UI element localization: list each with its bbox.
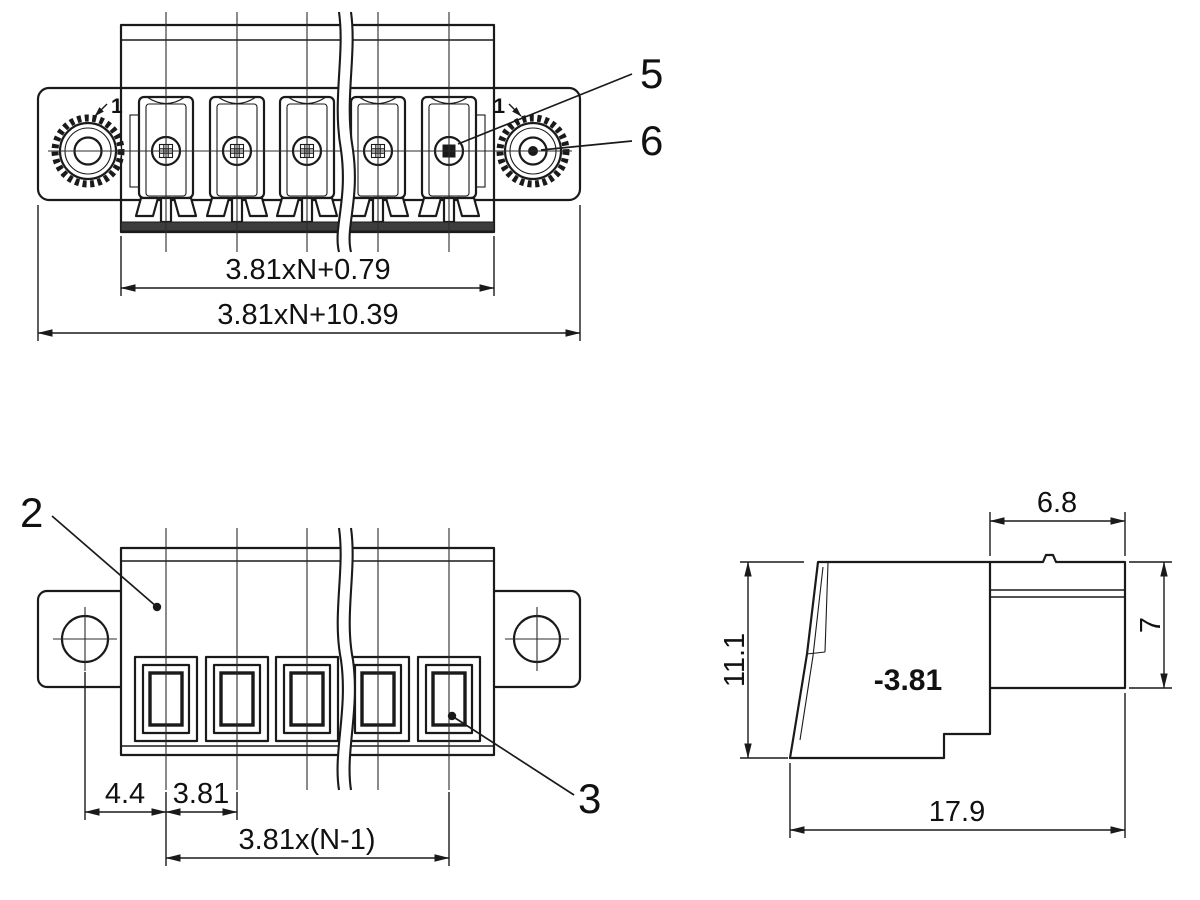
leader-callout-3 xyxy=(451,715,575,796)
front-view: 1 1 3.81xN+0.79 3.81xN+10.39 5 6 xyxy=(36,11,663,341)
latch-detail-lines xyxy=(806,562,829,655)
dim-text-inner: 3.81xN+0.79 xyxy=(225,254,390,286)
break-line-left xyxy=(336,11,344,253)
mounting-hole-crosshairs xyxy=(53,607,569,671)
dim-text-outer: 3.81xN+10.39 xyxy=(217,299,398,331)
callout-2-label: 2 xyxy=(20,489,43,536)
leader-callout-5 xyxy=(457,73,633,145)
latch-inner-line xyxy=(799,566,824,741)
ext-lines-bottom-width xyxy=(789,693,1126,838)
ext-lines-plan xyxy=(84,672,450,866)
side-view: -3.81 6.8 7 11.1 17.9 xyxy=(719,487,1172,838)
pin1-label-left: 1 xyxy=(111,95,123,118)
dim-text-offset: 4.4 xyxy=(105,778,145,810)
center-lines-front xyxy=(48,12,572,252)
dim-text-span: 3.81x(N-1) xyxy=(239,824,376,856)
leader-dot-3 xyxy=(447,711,457,721)
leader-callout-2 xyxy=(51,515,158,608)
plug-block-lines xyxy=(990,589,1125,598)
pin1-arrow-left xyxy=(94,103,108,117)
dim-text-left-height: 11.1 xyxy=(719,633,751,687)
side-profile xyxy=(788,553,1127,760)
callout-5-label: 5 xyxy=(640,50,663,97)
pin1-arrow-right xyxy=(508,103,522,117)
break-line-right xyxy=(348,11,356,253)
plan-view: 2 3 4.4 3.81 3.81x(N-1) xyxy=(20,489,601,866)
callout-3-label: 3 xyxy=(578,775,601,822)
leader-dot-2 xyxy=(152,602,162,612)
dim-text-top-width: 6.8 xyxy=(1037,487,1077,519)
break-line-left-plan xyxy=(336,527,344,791)
callout-6-label: 6 xyxy=(640,117,663,164)
leader-callout-6 xyxy=(540,140,633,151)
dim-text-pitch: 3.81 xyxy=(173,778,229,810)
pin1-label-right: 1 xyxy=(493,95,505,118)
center-lines-plan xyxy=(165,528,450,790)
dim-text-right-height: 7 xyxy=(1135,617,1167,633)
dim-text-bottom-width: 17.9 xyxy=(929,796,985,828)
ext-lines-outer xyxy=(37,205,581,341)
break-line-right-plan xyxy=(348,527,356,791)
pitch-label: -3.81 xyxy=(874,664,942,697)
